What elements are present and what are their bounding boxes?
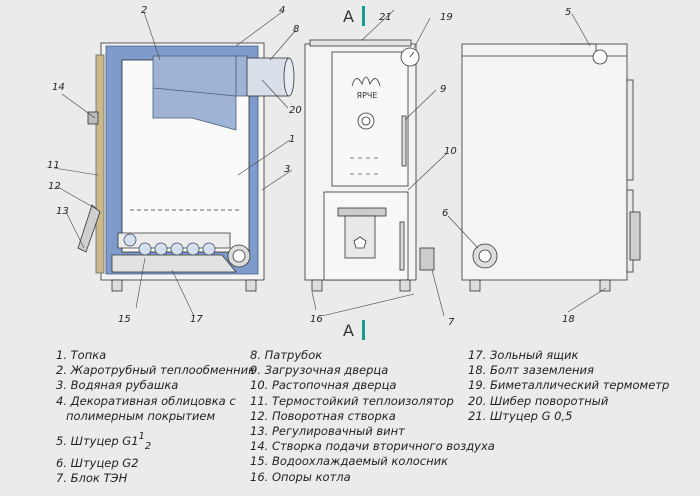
legend-item-continuation: полимерным покрытием [66,408,216,423]
callout-21: 21 [379,12,392,23]
legend-item: 12. Поворотная створка [250,408,396,423]
legend-item: 8. Патрубок [250,348,323,362]
legend-item: 2. Жаротрубный теплообменник [56,363,256,378]
nozzle-g1 [592,49,608,65]
callout-9: 9 [440,84,446,95]
legend-item: 10. Растопочная дверца [250,378,397,393]
callout-19: 19 [440,12,453,23]
legend-item: 19. Биметаллический термометр [468,378,670,393]
front-view: ЯРЧЕ [304,39,435,292]
grate-tubes [123,233,216,256]
boiler-technical-drawing: ЯРЧЕ A A [47,5,641,340]
callout-13: 13 [56,206,69,217]
legend-column-3: 17. Зольный ящик 18. Болт заземления 19.… [468,348,669,424]
callout-15: 15 [118,314,131,325]
callout-6: 6 [442,208,448,219]
legend-item: 17. Зольный ящик [468,348,579,362]
legend-item: 6. Штуцер G2 [56,456,139,471]
decorative-cladding [95,54,105,274]
legend-item: 9. Загрузочная дверца [250,363,389,378]
sectional-side-view [77,42,295,292]
legend-item: 5. Штуцер G112 [56,431,152,453]
section-label-bottom: A [343,321,354,340]
legend-item: 18. Болт заземления [468,363,594,378]
legend-column-2: 8. Патрубок 9. Загрузочная дверца 10. Ра… [250,348,495,485]
callout-2: 2 [141,5,147,16]
loading-door [331,51,409,187]
callout-18: 18 [562,314,575,325]
callout-11: 11 [47,160,60,171]
callout-14: 14 [52,82,65,93]
callout-7: 7 [448,317,455,328]
legend-item: 7. Блок ТЭН [56,471,128,486]
callout-8: 8 [293,24,299,35]
pipe-nozzle [246,57,290,97]
callout-4: 4 [279,5,285,16]
callout-3: 3 [284,164,290,175]
heater-block [419,247,435,271]
callout-1: 1 [289,134,295,145]
legend-item: 4. Декоративная облицовка с [56,393,236,408]
fire-tube-exchanger [152,55,237,131]
brand-emblem: ЯРЧЕ [351,76,381,100]
brand-name: ЯРЧЕ [357,91,378,100]
section-marks: A A [343,6,365,340]
legend-item: 16. Опоры котла [250,469,351,484]
callout-12: 12 [48,181,61,192]
legend-item: 13. Регулировачный винт [250,424,405,439]
legend-item: 14. Створка подачи вторичного воздуха [250,439,495,454]
legend-item: 20. Шибер поворотный [468,393,609,408]
callout-17: 17 [190,314,203,325]
callout-10: 10 [444,146,457,157]
section-label-top: A [343,7,354,26]
legend-item: 21. Штуцер G 0,5 [468,408,573,423]
legend-item: 1. Топка [56,348,107,362]
legend-item: 15. Водоохлаждаемый колосник [250,454,449,469]
right-side-view [461,43,641,292]
legend-item: 11. Термостойкий теплоизолятор [250,393,454,408]
callout-5: 5 [565,7,571,18]
legend-item: 3. Водяная рубашка [56,378,179,393]
leader-lines [53,9,607,317]
callout-numbers: 2 4 8 20 1 3 14 11 12 13 15 17 21 19 9 1… [47,5,575,328]
legend-column-1: 1. Топка 2. Жаротрубный теплообменник 3.… [56,348,255,487]
callout-20: 20 [289,105,302,116]
callout-16: 16 [310,314,323,325]
side-body [461,43,628,281]
